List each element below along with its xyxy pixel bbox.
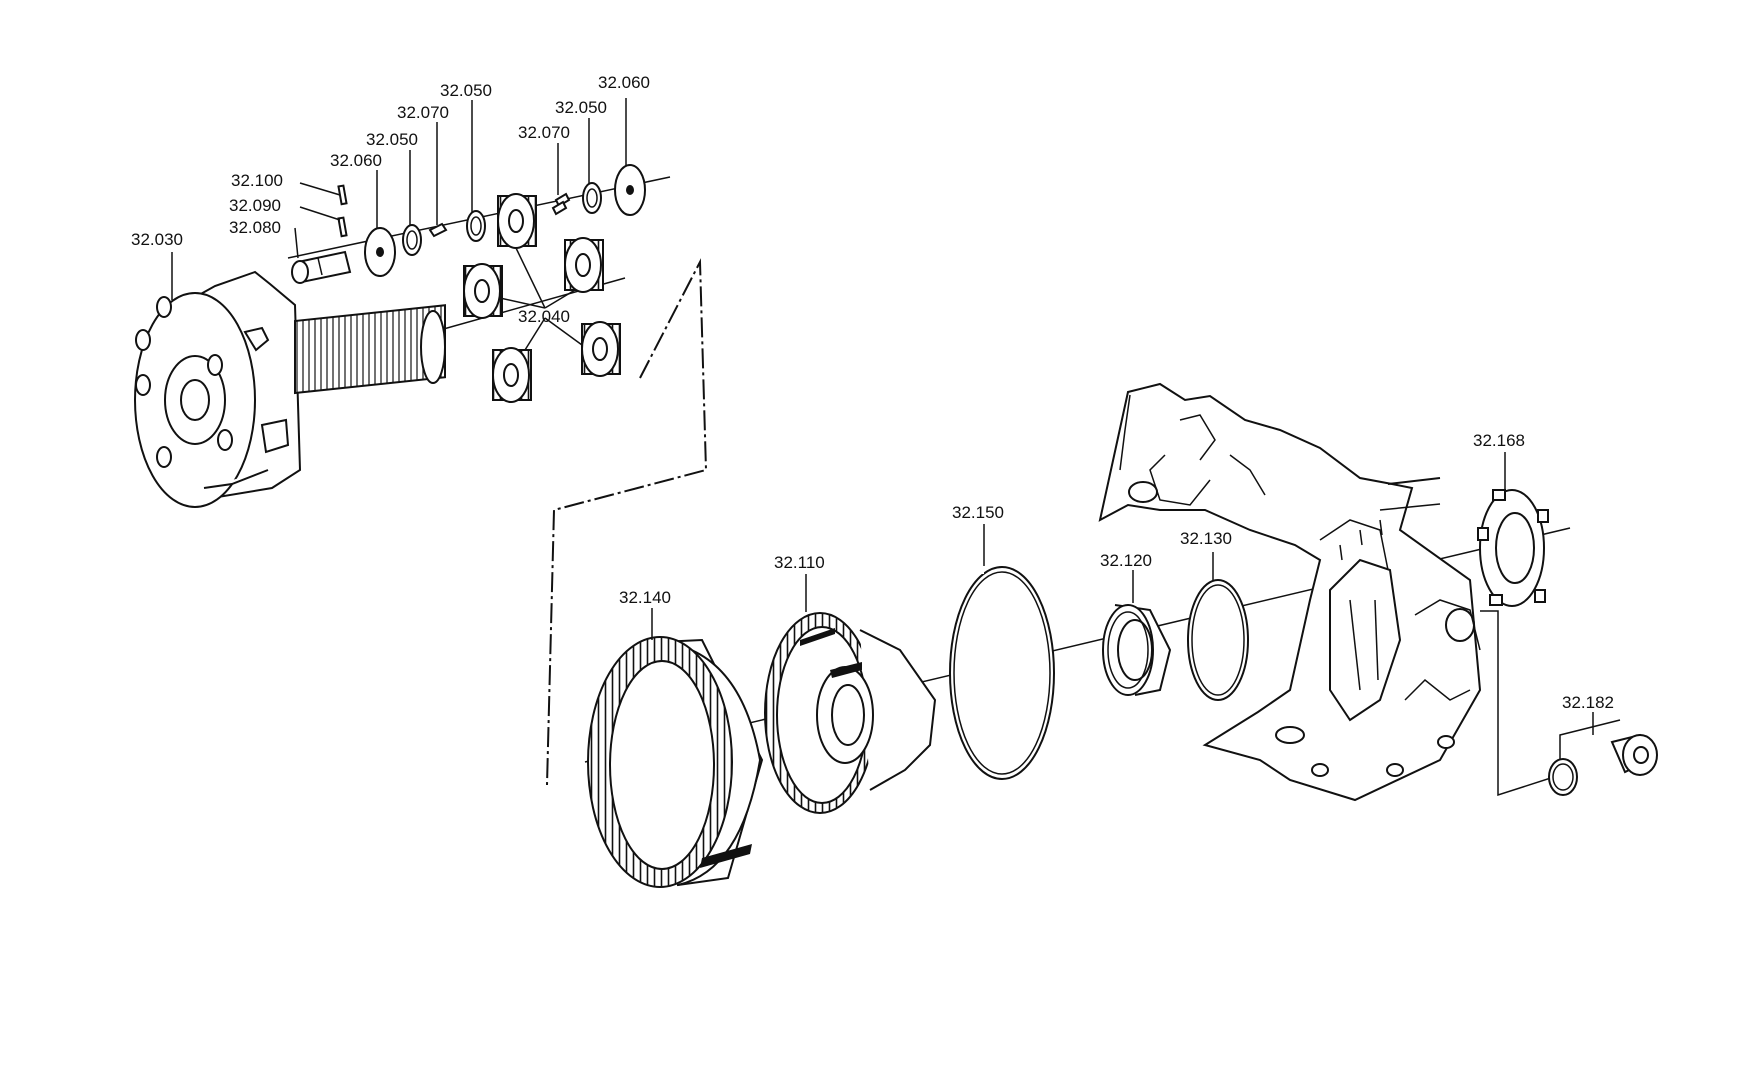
retaining-ring-32130 bbox=[1187, 579, 1249, 701]
label-32080: 32.080 bbox=[229, 218, 281, 237]
plug-32182 bbox=[1480, 610, 1658, 797]
label-32150: 32.150 bbox=[952, 503, 1004, 522]
lock-nut-32168 bbox=[1477, 489, 1549, 607]
label-32050-left: 32.050 bbox=[366, 130, 418, 149]
ring-32050-left bbox=[402, 224, 422, 256]
part-labels: 32.030 32.080 32.090 32.100 32.060 32.05… bbox=[131, 73, 1614, 712]
label-32120: 32.120 bbox=[1100, 551, 1152, 570]
ring-32050-mid bbox=[466, 210, 486, 242]
label-32030: 32.030 bbox=[131, 230, 183, 249]
planet-gear-32040-left bbox=[463, 263, 503, 319]
needle-32070-left bbox=[428, 222, 448, 238]
planet-gear-32040-top bbox=[497, 193, 537, 249]
label-32182: 32.182 bbox=[1562, 693, 1614, 712]
label-32060-right: 32.060 bbox=[598, 73, 650, 92]
roll-pin-32090 bbox=[337, 216, 348, 238]
label-32140: 32.140 bbox=[619, 588, 671, 607]
snap-ring-32150 bbox=[949, 566, 1055, 780]
label-32040: 32.040 bbox=[518, 307, 570, 326]
label-32050-right: 32.050 bbox=[555, 98, 607, 117]
ring-32050-mid-inner bbox=[470, 216, 482, 236]
label-32090: 32.090 bbox=[229, 196, 281, 215]
label-32168: 32.168 bbox=[1473, 431, 1525, 450]
label-32070-right: 32.070 bbox=[518, 123, 570, 142]
planet-carrier-32030 bbox=[134, 270, 446, 508]
roll-pin-32100 bbox=[337, 184, 348, 206]
label-32100: 32.100 bbox=[231, 171, 283, 190]
drive-gear-32110 bbox=[764, 612, 937, 814]
needle-32070-right-b bbox=[551, 200, 568, 216]
ring-32050-left-inner bbox=[406, 230, 418, 250]
upper-dash-frame bbox=[546, 258, 708, 786]
label-32070-left: 32.070 bbox=[397, 103, 449, 122]
label-32060-left: 32.060 bbox=[330, 151, 382, 170]
transmission-housing bbox=[1098, 382, 1482, 802]
ring-32050-right bbox=[582, 182, 602, 214]
label-32130: 32.130 bbox=[1180, 529, 1232, 548]
thrust-washer-32060-right-hole bbox=[626, 185, 634, 195]
thrust-washer-32060-left-hole bbox=[376, 247, 384, 257]
planet-gear-32040-bottom-right bbox=[581, 321, 621, 377]
leader-lines bbox=[171, 98, 1594, 735]
label-32050-top: 32.050 bbox=[440, 81, 492, 100]
bearing-32120 bbox=[1102, 604, 1172, 696]
pin-32080 bbox=[291, 250, 352, 284]
planet-gear-32040-right bbox=[564, 237, 604, 293]
label-32110: 32.110 bbox=[774, 553, 825, 572]
planet-gear-32040-bottom-left bbox=[492, 347, 532, 403]
ring-32050-right-inner bbox=[586, 188, 598, 208]
ring-gear-32140 bbox=[587, 636, 764, 888]
